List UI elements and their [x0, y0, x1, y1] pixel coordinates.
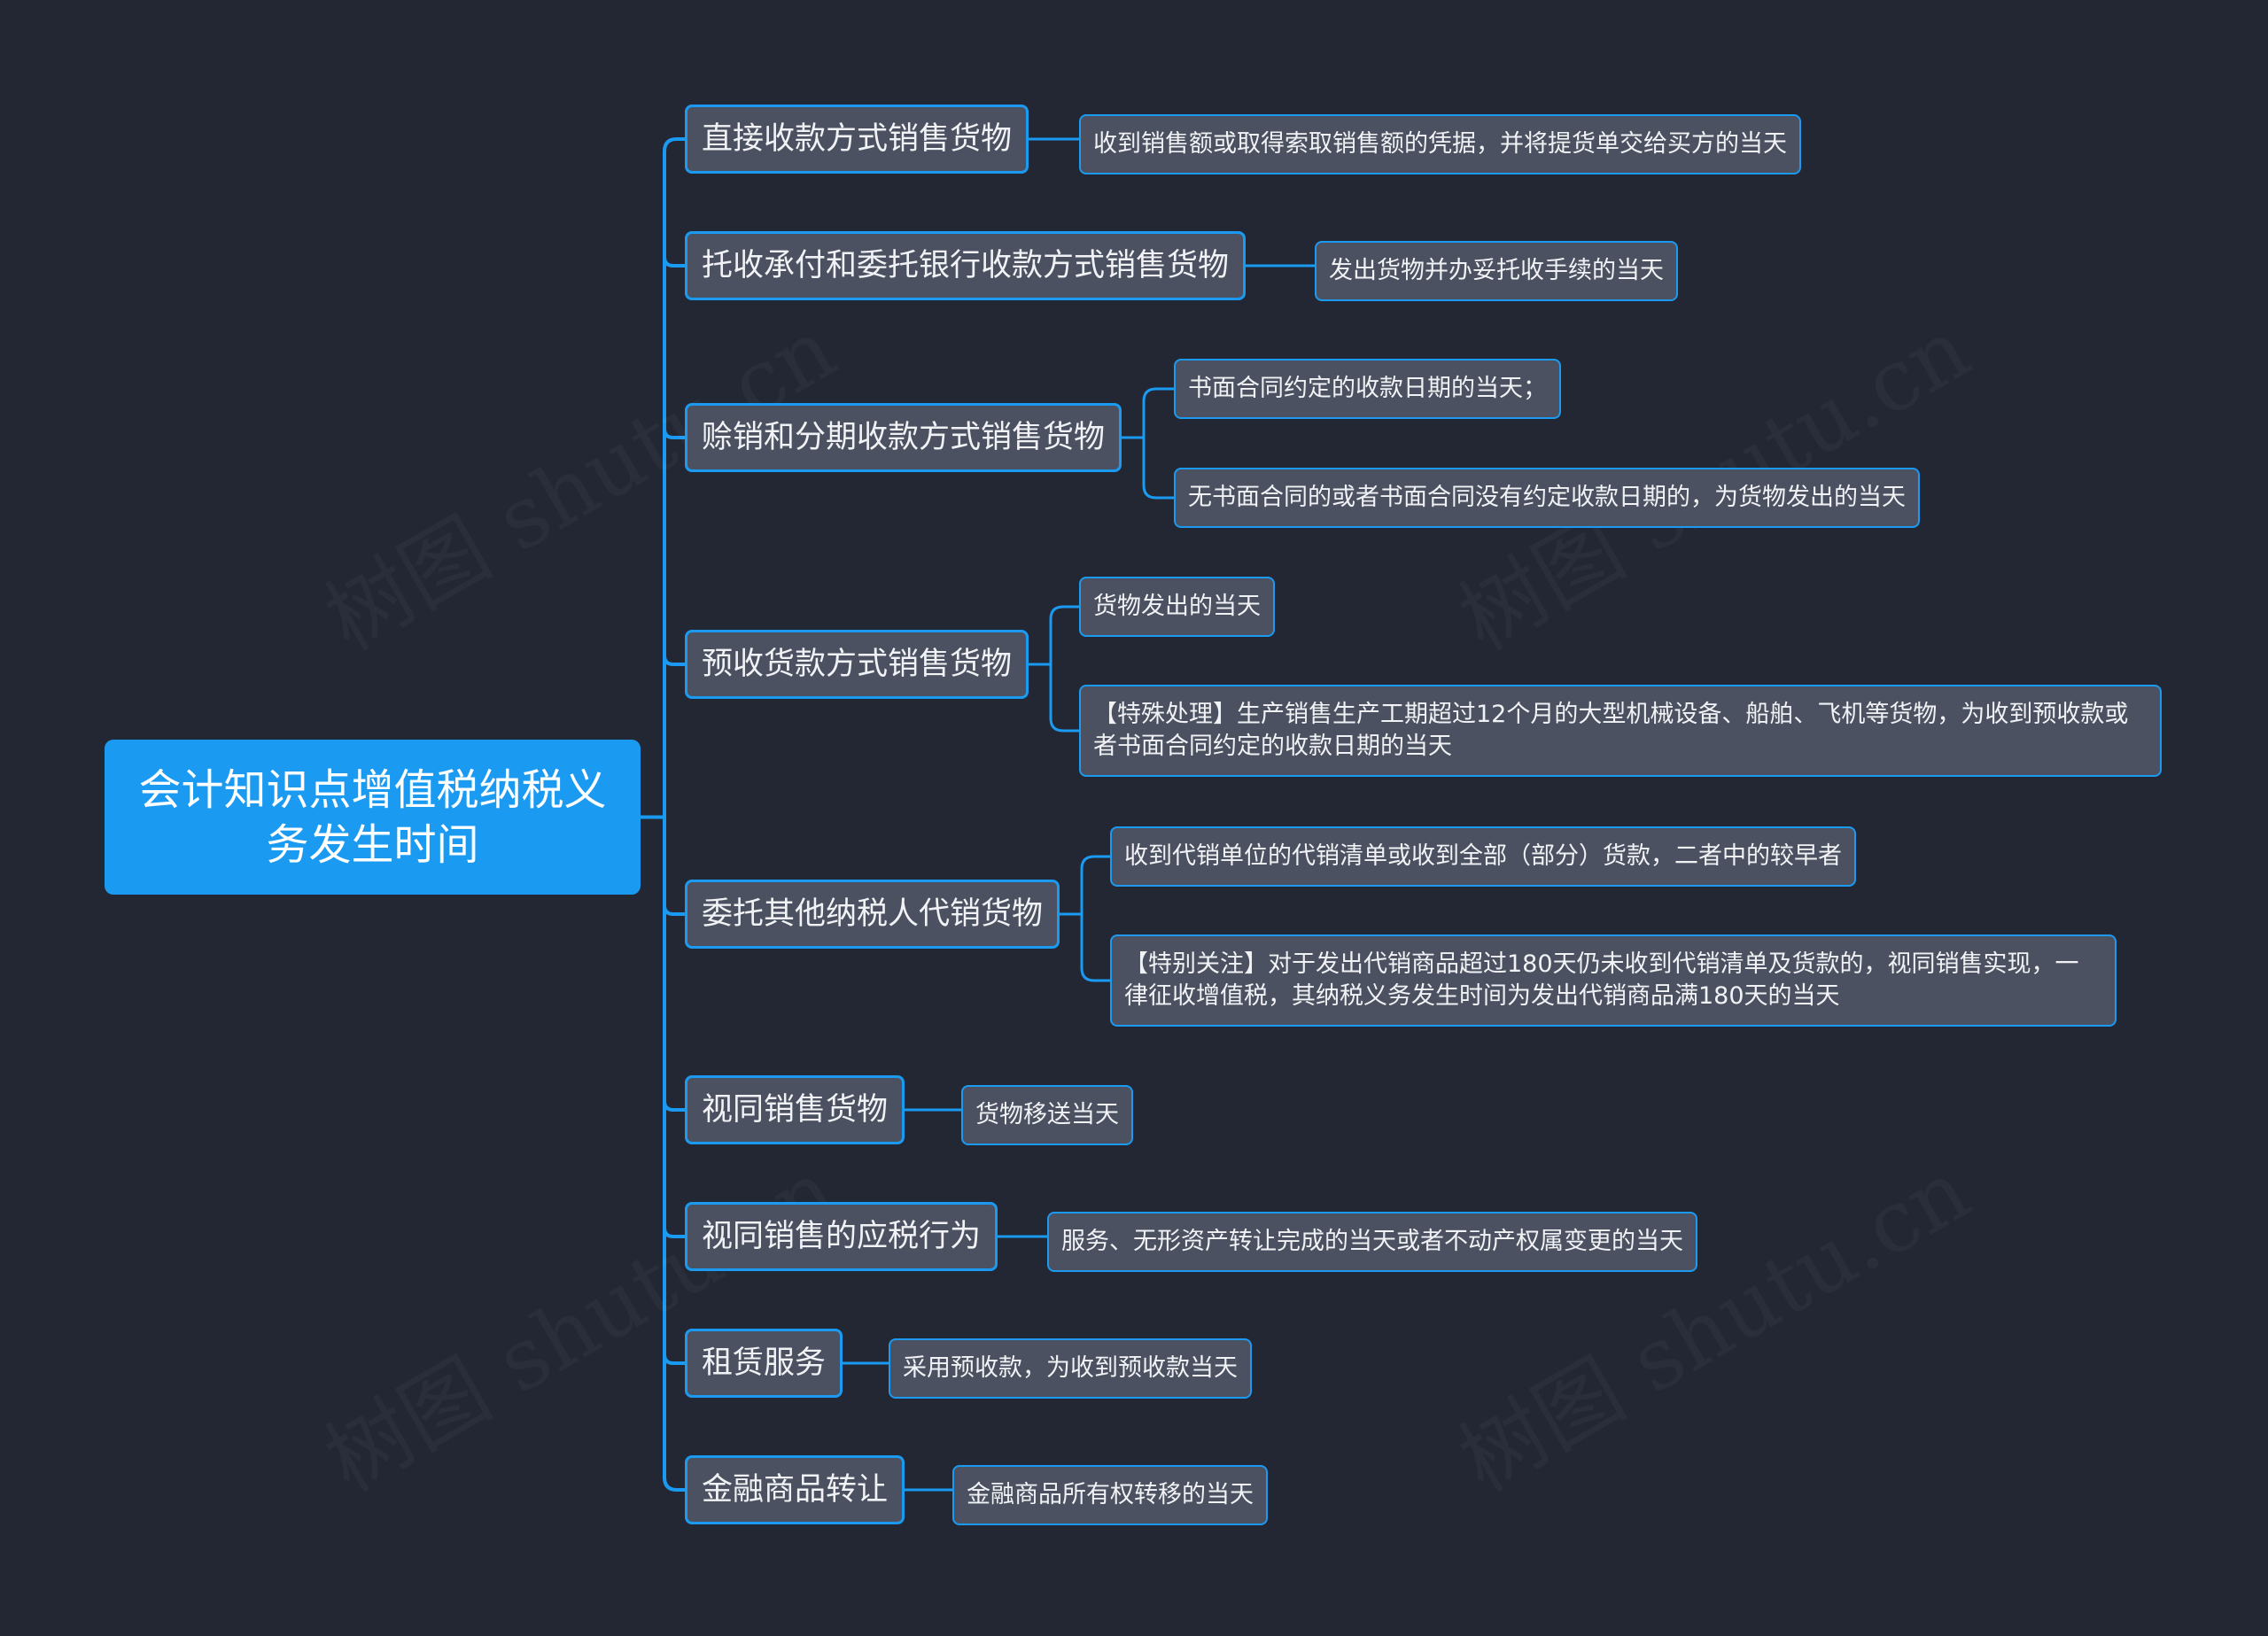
leaf-direct-payment-sales[interactable]: 收到销售额或取得索取销售额的凭据，并将提货单交给买方的当天 — [1079, 114, 1801, 174]
branch-connector — [663, 1226, 687, 1238]
leaf-goods-shipped[interactable]: 货物发出的当天 — [1079, 577, 1275, 637]
branch-collection-payment-sales[interactable]: 托收承付和委托银行收款方式销售货物 — [685, 231, 1247, 300]
leaf-connector — [1142, 387, 1176, 439]
branch-direct-payment-sales[interactable]: 直接收款方式销售货物 — [685, 105, 1029, 174]
leaf-collection-payment-sales[interactable]: 发出货物并办妥托收手续的当天 — [1315, 241, 1678, 301]
branch-connector — [663, 903, 687, 916]
branch-leasing-services[interactable]: 租赁服务 — [685, 1329, 843, 1398]
leaf-special-attention[interactable]: 【特别关注】对于发出代销商品超过180天仍未收到代销清单及货款的，视同销售实现，… — [1110, 934, 2117, 1027]
leaf-goods-transfer[interactable]: 货物移送当天 — [961, 1085, 1133, 1145]
branch-financial-products-transfer[interactable]: 金融商品转让 — [685, 1455, 905, 1524]
root-topic[interactable]: 会计知识点增值税纳税义务发生时间 — [105, 740, 641, 895]
branch-consignment-sales[interactable]: 委托其他纳税人代销货物 — [685, 880, 1060, 949]
leaf-connector — [1142, 436, 1176, 500]
branch-connector — [663, 1476, 687, 1492]
branch-connector — [663, 654, 687, 666]
branch-connector — [663, 137, 687, 153]
branch-credit-installment-sales[interactable]: 赊销和分期收款方式销售货物 — [685, 403, 1122, 472]
branch-connector — [663, 1099, 687, 1112]
leaf-connector — [1049, 663, 1081, 733]
branch-deemed-sales-goods[interactable]: 视同销售货物 — [685, 1075, 905, 1144]
leaf-consignment-list[interactable]: 收到代销单位的代销清单或收到全部（部分）货款，二者中的较早者 — [1110, 826, 1856, 887]
leaf-special-treatment[interactable]: 【特殊处理】生产销售生产工期超过12个月的大型机械设备、船舶、飞机等货物，为收到… — [1079, 685, 2162, 777]
leaf-connector — [1049, 605, 1081, 666]
branch-connector — [663, 427, 687, 439]
leaf-ownership-transfer[interactable]: 金融商品所有权转移的当天 — [952, 1465, 1268, 1525]
branch-connector — [663, 1353, 687, 1365]
leaf-connector — [1080, 855, 1112, 916]
leaf-no-contract-date[interactable]: 无书面合同的或者书面合同没有约定收款日期的，为货物发出的当天 — [1174, 468, 1920, 528]
leaf-connector — [1080, 912, 1112, 982]
leaf-advance-rent[interactable]: 采用预收款，为收到预收款当天 — [889, 1338, 1252, 1399]
leaf-contract-collection-date[interactable]: 书面合同约定的收款日期的当天； — [1174, 359, 1561, 419]
branch-connector — [663, 255, 687, 267]
branch-advance-payment-sales[interactable]: 预收货款方式销售货物 — [685, 630, 1029, 699]
branch-deemed-taxable-acts[interactable]: 视同销售的应税行为 — [685, 1202, 998, 1271]
leaf-service-completion[interactable]: 服务、无形资产转让完成的当天或者不动产权属变更的当天 — [1047, 1212, 1697, 1272]
